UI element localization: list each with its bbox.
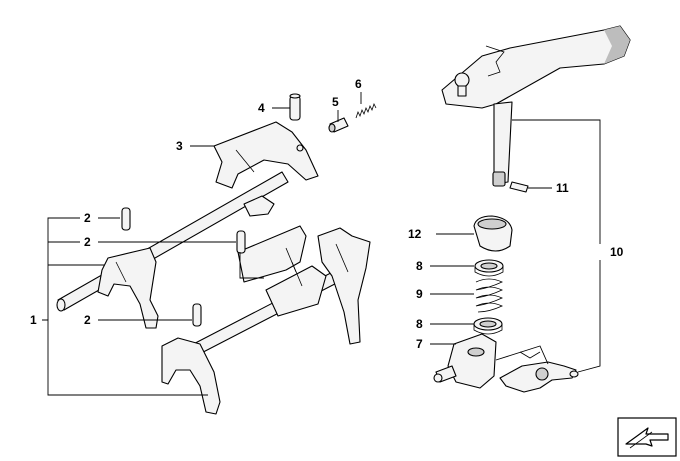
callout-11: 11 bbox=[556, 181, 569, 195]
washer-8-upper bbox=[474, 259, 504, 277]
selector-finger bbox=[499, 351, 579, 393]
leader-lines bbox=[42, 92, 601, 396]
selector-housing-7 bbox=[433, 333, 497, 389]
direction-arrow-icon bbox=[617, 417, 677, 457]
callout-2-middle: 2 bbox=[84, 235, 91, 249]
callout-2-top: 2 bbox=[84, 211, 91, 225]
callout-8-upper: 8 bbox=[416, 259, 423, 273]
bushing-12 bbox=[473, 215, 513, 252]
interlock-bracket bbox=[237, 225, 327, 317]
pin-11 bbox=[509, 181, 529, 193]
callout-2-bottom: 2 bbox=[84, 313, 91, 327]
callout-1: 1 bbox=[30, 313, 37, 327]
callout-5: 5 bbox=[332, 95, 339, 109]
shift-fork-upper bbox=[213, 121, 319, 217]
callout-7: 7 bbox=[416, 337, 423, 351]
washer-8-lower bbox=[473, 317, 503, 335]
spring-9 bbox=[475, 278, 503, 313]
pin-5 bbox=[328, 117, 349, 133]
callout-12: 12 bbox=[408, 227, 422, 241]
shift-fork-left bbox=[97, 247, 159, 329]
callout-3: 3 bbox=[176, 139, 183, 153]
callout-4: 4 bbox=[258, 101, 265, 115]
callout-8-lower: 8 bbox=[416, 317, 423, 331]
pin-4 bbox=[289, 93, 301, 121]
callout-6: 6 bbox=[355, 77, 362, 91]
selector-rod-upper bbox=[56, 171, 289, 312]
callout-10: 10 bbox=[610, 245, 624, 259]
spring-6 bbox=[355, 102, 377, 119]
shift-lever bbox=[441, 25, 631, 187]
callout-9: 9 bbox=[416, 287, 423, 301]
pins-2 bbox=[121, 207, 246, 327]
shift-fork-right bbox=[317, 227, 371, 345]
shift-fork-lower bbox=[161, 337, 221, 415]
